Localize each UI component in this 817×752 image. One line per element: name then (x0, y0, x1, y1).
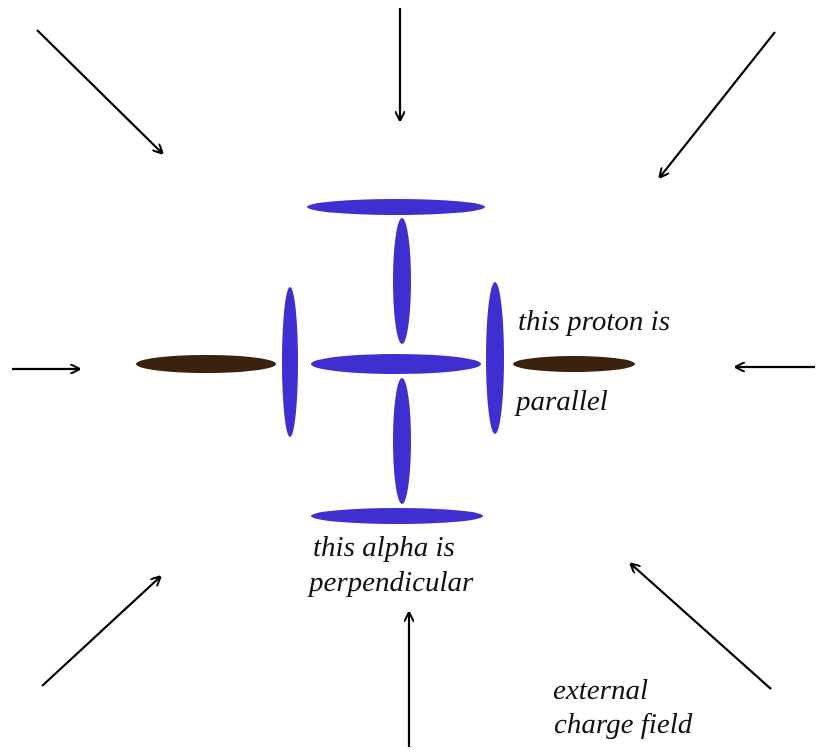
alpha-top-bar (307, 199, 485, 215)
alpha-upper-stem (393, 218, 411, 344)
alpha-center-bar (311, 354, 481, 374)
arrow-bottom-left (41, 577, 160, 687)
alpha-bottom-bar (311, 508, 483, 524)
proton-label-line1: this proton is (518, 305, 671, 337)
alpha-label-line1: this alpha is (313, 531, 455, 563)
proton-label-line2: parallel (516, 385, 608, 417)
proton-right (513, 356, 635, 372)
proton-left (136, 355, 276, 373)
alpha-lower-stem (393, 378, 411, 504)
arrow-top-left (36, 29, 162, 153)
field-label-line1: external (553, 674, 649, 706)
arrow-top-right (660, 31, 776, 177)
alpha-structure (282, 199, 504, 524)
field-label-line2: charge field (554, 708, 693, 740)
arrow-bottom-right (631, 564, 772, 690)
protons (136, 355, 635, 373)
alpha-right-bar (486, 282, 504, 434)
alpha-left-bar (282, 287, 298, 437)
field-arrows (12, 8, 815, 747)
alpha-label-line2: perpendicular (309, 566, 474, 598)
